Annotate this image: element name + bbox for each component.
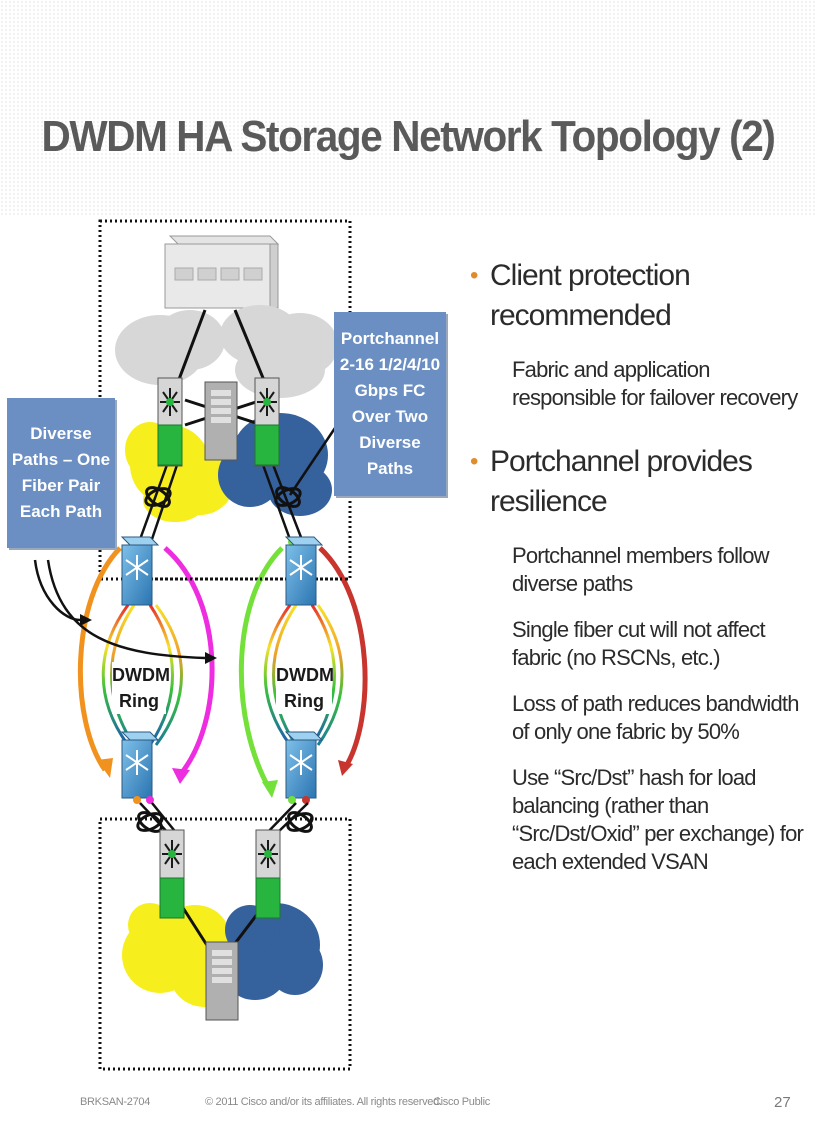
sub-bullet-item: Single fiber cut will not affect fabric …	[512, 617, 766, 670]
dwdm-node-icon	[284, 536, 324, 606]
disk-array-icon	[205, 941, 239, 1021]
sub-bullet-item: Fabric and application responsible for f…	[512, 357, 798, 410]
bullet-list: • Client protection recommended Fabric a…	[470, 256, 805, 876]
diverse-paths-callout: Diverse Paths – One Fiber Pair Each Path	[7, 398, 115, 548]
dwdm-node-icon	[284, 731, 324, 799]
storage-array-icon	[164, 235, 280, 309]
mds-switch-icon	[159, 829, 185, 919]
portchannel-ring-icon	[136, 811, 164, 833]
background-pattern	[0, 0, 816, 215]
footer-copyright: © 2011 Cisco and/or its affiliates. All …	[205, 1096, 442, 1108]
portchannel-ring-icon	[286, 811, 314, 833]
dwdm-node-icon	[120, 536, 160, 606]
sub-bullet-item: Loss of path reduces bandwidth of only o…	[512, 691, 799, 744]
mds-switch-icon	[255, 829, 281, 919]
bullet-item: • Portchannel provides resilience	[470, 442, 805, 522]
bullet-dot-icon: •	[470, 448, 478, 475]
dwdm-node-icon	[120, 731, 160, 799]
disk-array-icon	[204, 381, 238, 461]
bullet-item: • Client protection recommended	[470, 256, 805, 336]
sub-bullet-item: Portchannel members follow diverse paths	[512, 543, 770, 596]
portchannel-ring-icon	[144, 486, 172, 508]
left-ring-label: DWDM Ring	[112, 662, 170, 714]
bottom-blue-cloud	[225, 903, 323, 1000]
page-title: DWDM HA Storage Network Topology (2)	[41, 112, 776, 161]
footer-classification: Cisco Public	[433, 1096, 490, 1108]
footer-code: BRKSAN-2704	[80, 1096, 151, 1108]
right-ring-label: DWDM Ring	[276, 662, 334, 714]
right-dwdm-ring	[263, 604, 344, 746]
sub-bullet-item: Use “Src/Dst” hash for load balancing (r…	[512, 765, 804, 874]
mds-switch-icon	[254, 377, 280, 467]
bottom-site-boundary	[98, 817, 352, 1071]
bullet-dot-icon: •	[470, 262, 478, 289]
left-dwdm-ring	[101, 604, 183, 746]
mds-switch-icon	[157, 377, 183, 467]
portchannel-callout: Portchannel 2-16 1/2/4/10 Gbps FC Over T…	[334, 312, 446, 496]
page-number: 27	[774, 1094, 791, 1111]
